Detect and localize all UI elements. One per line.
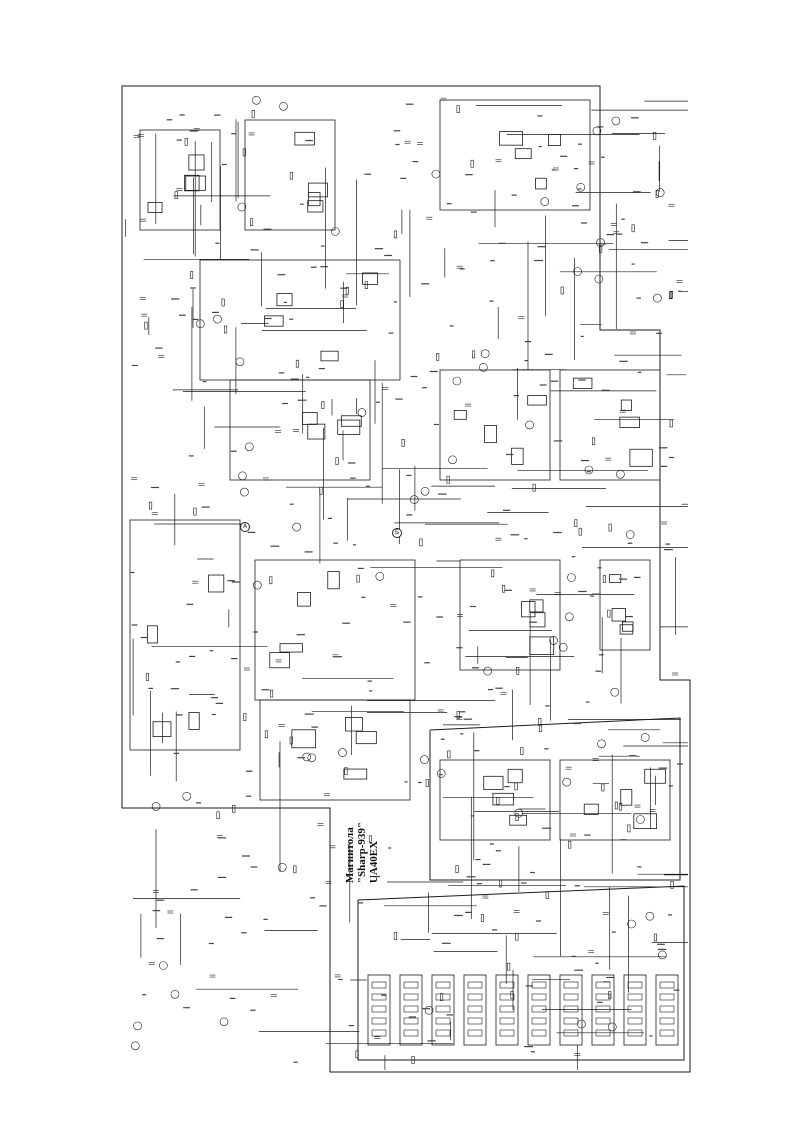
component-labels <box>130 103 683 1063</box>
schematic-title: Магнитола "Sharp-939" UA40EX <box>344 822 380 883</box>
title-line-3: UA40EX <box>368 840 380 884</box>
section-marker-a-label: А <box>242 523 248 530</box>
title-line-2: "Sharp-939" <box>356 822 368 884</box>
section-marker-b: Б <box>392 528 402 538</box>
section-marker-b-label: Б <box>394 529 400 536</box>
components <box>131 96 683 1064</box>
circuit-traces <box>125 100 688 1070</box>
section-marker-a: А <box>240 522 250 532</box>
circuit-blocks <box>129 99 679 1046</box>
board-outline <box>121 85 691 1073</box>
title-line-1: Магнитола <box>344 827 356 884</box>
